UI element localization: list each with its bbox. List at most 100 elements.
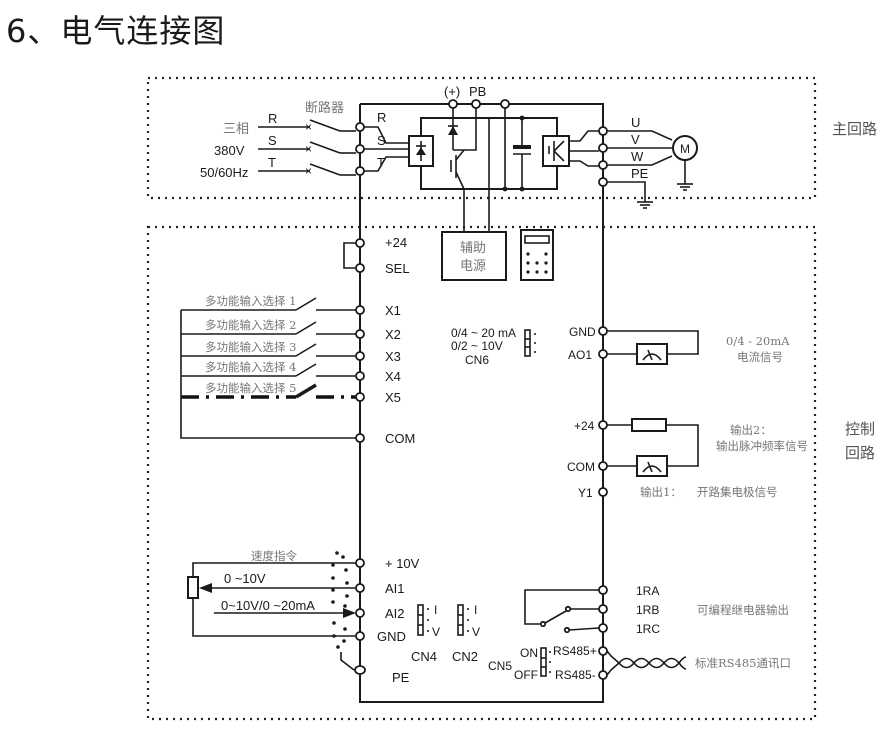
keypad-icon [520, 229, 554, 281]
control-circuit-label-2: 回路 [845, 444, 875, 462]
output-v-label: V [631, 132, 640, 147]
input-row-x5: 多功能输入选择 5X5 [181, 381, 401, 405]
terminal-x4 [355, 371, 365, 381]
aux-power-box [441, 231, 507, 281]
ai1-label: AI1 [385, 581, 405, 596]
breaker-x-t: × [305, 164, 312, 178]
breaker-x-r: × [305, 120, 312, 134]
sel-jumper [343, 242, 360, 269]
frequency-label: 50/60Hz [200, 165, 248, 180]
input-desc: 多功能输入选择 2 [205, 318, 296, 332]
ref-gnd-wire [192, 598, 356, 637]
terminal-10v [355, 558, 365, 568]
aux-power-line1: 辅助 [460, 241, 486, 256]
line-s-label: S [268, 133, 277, 148]
relay-contact-icon [524, 589, 600, 634]
motor-label: M [680, 142, 690, 156]
igbt-block [542, 135, 570, 167]
motor-ground-icon [677, 183, 693, 191]
switch-icon [295, 383, 317, 399]
ai2-range-label: 0~10V/0 ~20mA [221, 598, 315, 613]
relay-1rc-label: 1RC [636, 622, 660, 636]
terminal-x5 [355, 392, 365, 402]
cn2-v-label: V [472, 625, 480, 639]
cn5-label: CN5 [488, 659, 512, 673]
input-terminal-label: X5 [385, 390, 401, 405]
speed-cmd-label: 速度指令 [251, 549, 297, 563]
com-in-label: COM [385, 431, 415, 446]
ammeter-icon [636, 343, 668, 365]
ai1-range-label: 0 ~10V [224, 571, 266, 586]
terminal-1rb [598, 604, 608, 614]
ai1-arrow-icon [199, 583, 212, 593]
terminal-r [355, 122, 365, 132]
input-terminal-label: X3 [385, 349, 401, 364]
terminal-r-label: R [377, 110, 386, 125]
brake-transistor-icon [450, 149, 465, 190]
sel-label: SEL [385, 261, 410, 276]
control-circuit-label-1: 控制 [845, 420, 875, 438]
pulse-loop-wire [666, 424, 699, 467]
input-row-x2: 多功能输入选择 2X2 [181, 318, 401, 342]
terminal-ao1 [598, 349, 608, 359]
terminal-com-in [355, 433, 365, 443]
input-line-t: T × [258, 155, 356, 178]
terminal-x3 [355, 351, 365, 361]
ground-icon [637, 201, 653, 209]
y1-desc-prefix: 输出1： [640, 485, 682, 499]
input-line-r: R × [258, 111, 356, 134]
terminal-pe-main [598, 177, 608, 187]
terminal-v [598, 143, 608, 153]
cn4-label: CN4 [411, 649, 437, 664]
capacitor-icon [513, 115, 531, 192]
voltage-label: 380V [214, 143, 245, 158]
y1-desc: 开路集电极信号 [697, 485, 778, 499]
wire-w [607, 155, 673, 166]
terminal-t-label: T [377, 155, 385, 170]
gnd-out-label: GND [569, 325, 596, 339]
shield-ground-wire [340, 652, 355, 671]
switch-icon [295, 343, 317, 357]
resistor-icon [631, 418, 667, 432]
wire-w-inner [569, 160, 599, 167]
switch-icon [295, 297, 317, 311]
ao1-label: AO1 [568, 348, 592, 362]
input-terminal-label: X1 [385, 303, 401, 318]
terminal-1ra [598, 585, 608, 595]
terminal-rs485-minus [598, 670, 608, 680]
cn2-i-label: I [474, 603, 477, 617]
com-out-label: COM [567, 460, 595, 474]
terminal-s [355, 144, 365, 154]
cn4-jumper-icon [417, 604, 429, 636]
main-circuit-region [146, 76, 817, 200]
plus24-in-label: +24 [385, 235, 407, 250]
input-terminal-label: X4 [385, 369, 401, 384]
input-desc: 多功能输入选择 1 [205, 294, 296, 308]
wire-r-rectifier [364, 126, 409, 144]
terminal-w [598, 160, 608, 170]
terminal-y1 [598, 487, 608, 497]
ao-desc-1: 0/4 - 20mA [726, 334, 790, 348]
igbt-icon [548, 140, 565, 162]
breaker-label: 断路器 [305, 100, 344, 116]
main-circuit-label: 主回路 [832, 120, 877, 138]
twisted-pair-icon [606, 650, 687, 676]
wire-u [607, 130, 673, 141]
pb-label: PB [469, 84, 486, 99]
cn4-v-label: V [432, 625, 440, 639]
cn2-label: CN2 [452, 649, 478, 664]
rectifier-diode-icon [416, 141, 426, 161]
ai2-arrow-icon [343, 608, 356, 618]
pulse-desc-2: 输出脉冲频率信号 [716, 439, 808, 453]
terminal-plus [448, 99, 458, 109]
rs485-plus-label: RS485+ [553, 644, 597, 658]
relay-desc: 可编程继电器输出 [697, 603, 789, 617]
input-desc: 多功能输入选择 3 [205, 340, 296, 354]
y1-label: Y1 [578, 486, 593, 500]
aux-power-line2: 电源 [460, 259, 486, 274]
cn6-label: CN6 [465, 353, 489, 367]
terminal-pb [471, 99, 481, 109]
terminal-gnd-in [355, 631, 365, 641]
wire-u-inner [569, 130, 599, 142]
terminal-rs485-plus [598, 646, 608, 656]
